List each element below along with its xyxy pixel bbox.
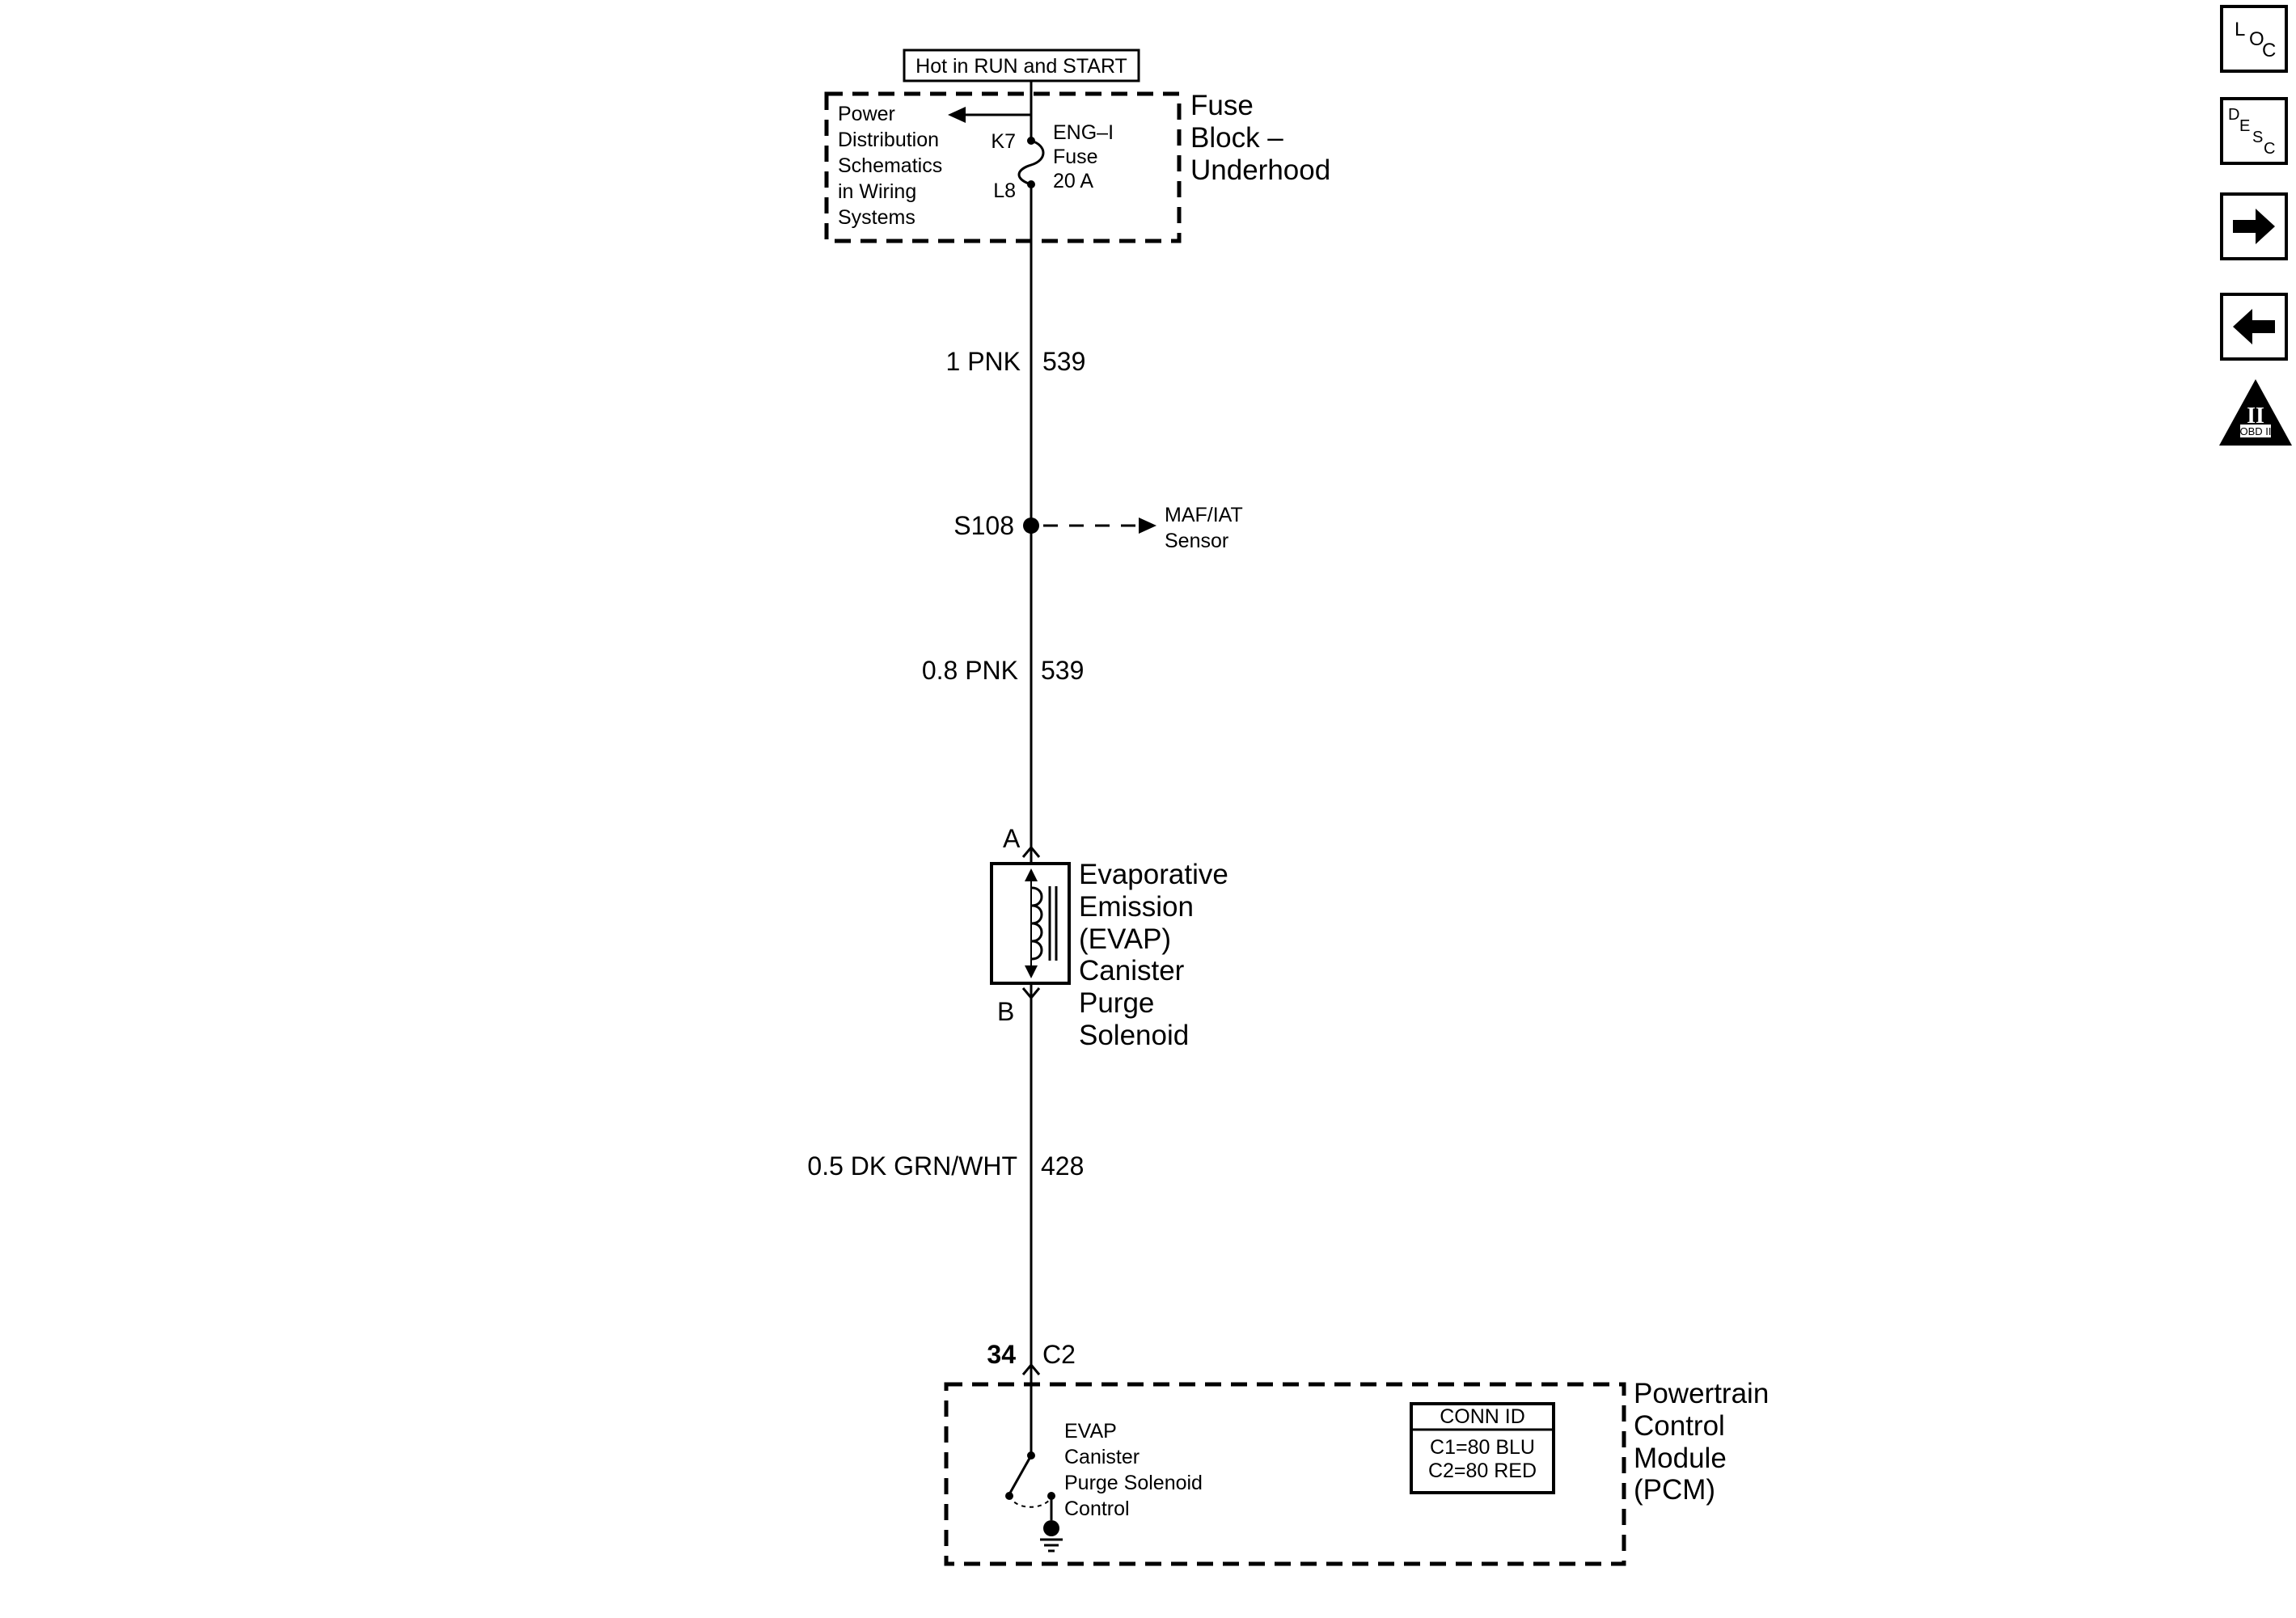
- svg-text:Emission: Emission: [1079, 891, 1194, 923]
- svg-text:ENG–I: ENG–I: [1053, 121, 1114, 144]
- wire-label-lower: 0.5 DK GRN/WHT 428: [807, 1151, 1084, 1181]
- connector-id-table: CONN ID C1=80 BLU C2=80 RED: [1410, 1402, 1555, 1494]
- svg-text:428: 428: [1041, 1151, 1084, 1181]
- pcm-name: Powertrain Control Module (PCM): [1634, 1378, 1769, 1506]
- location-button[interactable]: L O C: [2220, 5, 2288, 73]
- svg-text:O: O: [2249, 28, 2264, 50]
- svg-text:1 PNK: 1 PNK: [946, 347, 1021, 376]
- ground-icon: [1040, 1520, 1063, 1553]
- svg-text:S: S: [2252, 129, 2263, 146]
- solenoid-pin-b: B: [997, 997, 1014, 1026]
- next-page-button[interactable]: [2220, 192, 2288, 260]
- svg-text:E: E: [2239, 117, 2250, 135]
- svg-text:539: 539: [1041, 656, 1084, 685]
- svg-text:Solenoid: Solenoid: [1079, 1020, 1189, 1051]
- svg-text:C: C: [2262, 40, 2276, 61]
- svg-text:20 A: 20 A: [1053, 170, 1093, 192]
- svg-text:Powertrain: Powertrain: [1634, 1378, 1769, 1409]
- svg-text:II: II: [2247, 403, 2264, 429]
- splice-node: [1023, 518, 1039, 534]
- svg-text:Control: Control: [1064, 1498, 1130, 1520]
- svg-text:Systems: Systems: [838, 206, 915, 229]
- pcm-connector-icon: [1021, 1362, 1041, 1375]
- fuse-icon: [1017, 139, 1045, 186]
- svg-text:Purge: Purge: [1079, 987, 1154, 1019]
- svg-text:Control: Control: [1634, 1410, 1725, 1442]
- pcm-boundary: [944, 1382, 1626, 1566]
- evap-solenoid-name: Evaporative Emission (EVAP) Canister Pur…: [1079, 859, 1228, 1051]
- svg-text:Block –: Block –: [1190, 122, 1283, 154]
- fuse-rating: ENG–I Fuse 20 A: [1053, 121, 1114, 192]
- svg-text:Fuse: Fuse: [1190, 90, 1254, 121]
- purge-control-switch: [1005, 1384, 1055, 1520]
- svg-text:C1=80 BLU: C1=80 BLU: [1430, 1436, 1535, 1459]
- svg-text:Power: Power: [838, 103, 895, 125]
- svg-text:Underhood: Underhood: [1190, 154, 1330, 186]
- svg-text:Distribution: Distribution: [838, 129, 939, 151]
- obd-ii-icon: II OBD II: [2219, 379, 2292, 446]
- obd-ii-button[interactable]: II OBD II: [2216, 376, 2295, 449]
- previous-page-button[interactable]: [2220, 293, 2288, 361]
- svg-text:Sensor: Sensor: [1165, 530, 1228, 552]
- description-icon: D E S C: [2228, 106, 2275, 158]
- svg-text:539: 539: [1042, 347, 1085, 376]
- svg-text:(EVAP): (EVAP): [1079, 923, 1171, 955]
- location-icon: L O C: [2235, 19, 2276, 61]
- svg-text:Canister: Canister: [1064, 1446, 1140, 1468]
- svg-text:0.5 DK GRN/WHT: 0.5 DK GRN/WHT: [807, 1151, 1017, 1181]
- solenoid-pin-a: A: [1003, 824, 1021, 853]
- svg-text:Schematics: Schematics: [838, 154, 942, 177]
- svg-text:D: D: [2228, 106, 2239, 124]
- svg-text:Evaporative: Evaporative: [1079, 859, 1228, 890]
- power-distribution-reference: Power Distribution Schematics in Wiring …: [838, 103, 942, 229]
- description-button[interactable]: D E S C: [2220, 97, 2288, 165]
- svg-text:Canister: Canister: [1079, 955, 1185, 986]
- fuse-block-boundary: [824, 91, 1182, 243]
- splice-branch-arrow: [1043, 518, 1156, 534]
- svg-text:0.8 PNK: 0.8 PNK: [922, 656, 1018, 685]
- svg-text:(PCM): (PCM): [1634, 1474, 1715, 1506]
- pcm-connector-pin: 34: [987, 1340, 1016, 1369]
- svg-text:L: L: [2235, 19, 2245, 40]
- pcm-connector-id: C2: [1042, 1340, 1076, 1369]
- wire-label-upper: 1 PNK 539: [946, 347, 1086, 376]
- left-arrow-icon: [2233, 309, 2275, 344]
- splice-id: S108: [953, 511, 1014, 540]
- svg-text:C: C: [2264, 140, 2275, 158]
- fuse-pin-out: L8: [993, 180, 1016, 202]
- svg-text:MAF/IAT: MAF/IAT: [1165, 504, 1243, 526]
- evap-solenoid-symbol: [990, 862, 1071, 985]
- svg-text:EVAP: EVAP: [1064, 1420, 1117, 1443]
- svg-text:Fuse: Fuse: [1053, 146, 1098, 168]
- maf-iat-sensor-label: MAF/IAT Sensor: [1165, 504, 1243, 552]
- purge-control-label: EVAP Canister Purge Solenoid Control: [1064, 1420, 1203, 1520]
- power-source-label: Hot in RUN and START: [903, 49, 1140, 82]
- svg-text:OBD II: OBD II: [2239, 425, 2271, 437]
- svg-text:Hot in RUN and START: Hot in RUN and START: [915, 55, 1127, 78]
- power-distribution-arrow: [948, 107, 1031, 123]
- svg-text:in Wiring: in Wiring: [838, 180, 916, 203]
- svg-text:CONN ID: CONN ID: [1440, 1405, 1525, 1428]
- right-arrow-icon: [2233, 209, 2275, 244]
- svg-text:Module: Module: [1634, 1443, 1727, 1474]
- svg-text:Purge Solenoid: Purge Solenoid: [1064, 1472, 1203, 1494]
- fuse-pin-in: K7: [991, 130, 1016, 153]
- wire-label-middle: 0.8 PNK 539: [922, 656, 1085, 685]
- svg-text:C2=80 RED: C2=80 RED: [1428, 1460, 1537, 1482]
- fuse-block-name: Fuse Block – Underhood: [1190, 90, 1330, 186]
